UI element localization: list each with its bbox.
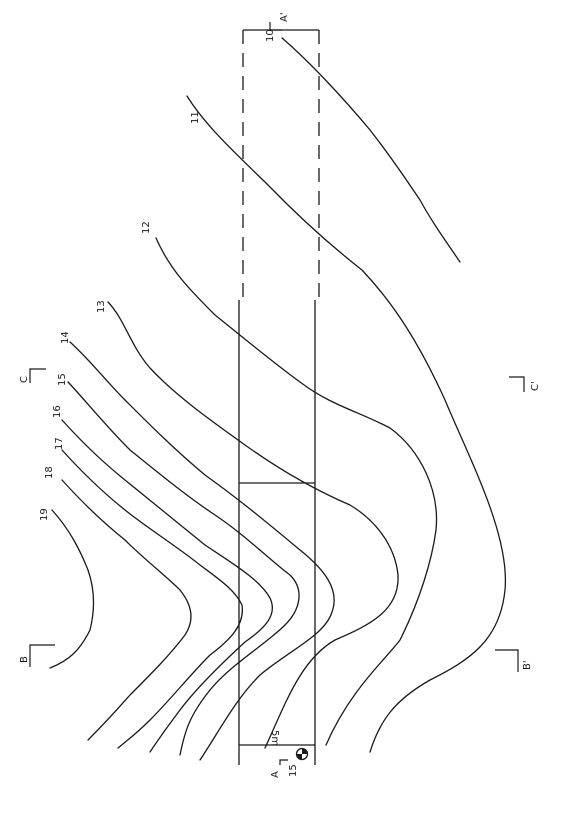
contour-18 <box>61 479 192 741</box>
section-a-prime-label: A' <box>279 12 290 22</box>
section-c-bracket <box>29 368 46 383</box>
contour-label-10: 10 <box>265 29 276 42</box>
contour-label-19: 19 <box>39 508 50 521</box>
contour-label-17: 17 <box>54 437 65 450</box>
strip-width-label: 5m <box>269 730 280 746</box>
section-a-label: A <box>270 771 281 778</box>
contour-label-18: 18 <box>44 466 55 479</box>
section-a-bracket <box>279 759 288 765</box>
contour-label-15: 15 <box>57 373 68 386</box>
contour-17 <box>61 449 244 749</box>
contour-14 <box>69 341 335 761</box>
section-b-bracket <box>29 644 55 667</box>
contour-15 <box>67 381 300 756</box>
section-c-prime-label: C' <box>530 381 541 391</box>
contour-label-13: 13 <box>96 300 107 313</box>
section-a-prime-bracket <box>269 22 282 31</box>
section-c-prime-bracket <box>509 376 525 392</box>
contour-19 <box>49 509 95 669</box>
contour-12 <box>155 237 438 746</box>
contour-13 <box>107 301 399 749</box>
contour-label-12: 12 <box>141 221 152 234</box>
section-b-label: B <box>19 656 30 663</box>
contour-label-11: 11 <box>190 111 201 124</box>
section-b-prime-bracket <box>495 649 519 672</box>
section-c-label: C <box>19 376 30 383</box>
contour-10 <box>281 37 461 263</box>
section-b-prime-label: B' <box>522 660 533 670</box>
benchmark-icon <box>295 747 309 761</box>
contour-label-16: 16 <box>52 405 63 418</box>
contour-11 <box>186 95 507 753</box>
contour-label-14: 14 <box>60 331 71 344</box>
contour-16 <box>61 419 273 753</box>
benchmark-value: 15 <box>288 764 299 777</box>
